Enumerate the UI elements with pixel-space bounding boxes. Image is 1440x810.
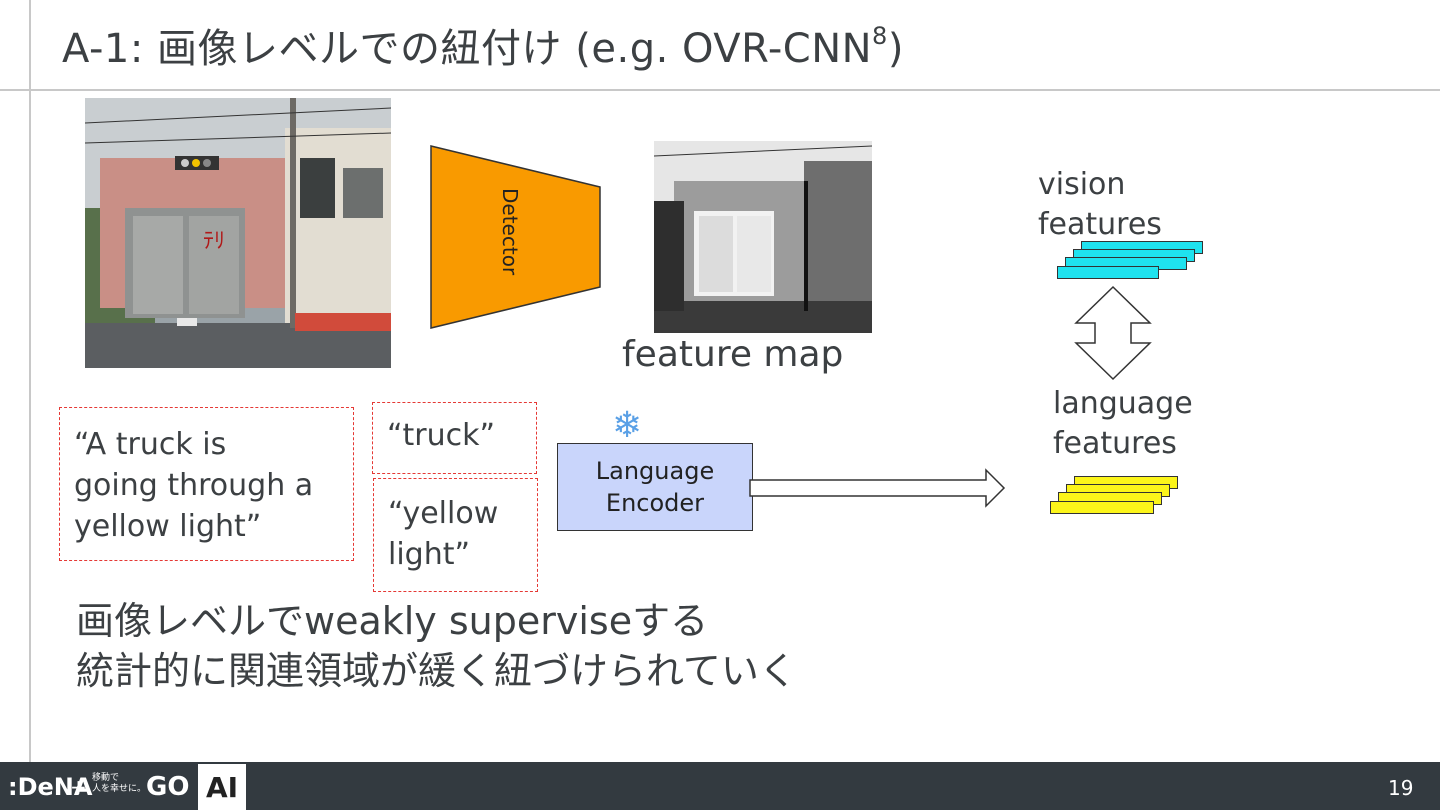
vision-features-label: vision features: [1038, 167, 1162, 242]
language-feature-bar: [1050, 501, 1154, 514]
vision-feature-bar: [1057, 266, 1159, 279]
sentence-caption-text: “A truck is going through a yellow light…: [74, 427, 314, 544]
dena-logo: :DeNA: [8, 773, 93, 801]
summary-line-2: 統計的に関連領域が緩く紐づけられていく: [76, 649, 797, 693]
feature-map-label: feature map: [622, 334, 844, 375]
frozen-snowflake-icon: ❄: [612, 405, 643, 446]
summary-line-1: 画像レベルでweakly superviseする: [76, 599, 709, 643]
go-logo: GO: [146, 772, 190, 802]
word-caption-yellow-light-text: “yellow light”: [388, 496, 499, 572]
logo-plus: +: [70, 775, 87, 799]
bidirectional-arrow-icon: [1074, 285, 1152, 381]
title-underline: [0, 89, 1440, 91]
word-caption-truck-text: “truck”: [387, 418, 496, 453]
language-feature-stack: [1050, 476, 1180, 518]
slide-title-text: A-1: 画像レベルでの紐付け (e.g. OVR-CNN: [62, 26, 873, 72]
language-features-label: language features: [1053, 386, 1193, 461]
word-caption-truck-box: “truck”: [372, 402, 537, 474]
right-arrow-icon: [749, 468, 1006, 508]
go-slogan: 移動で 人を幸せに。: [92, 773, 147, 794]
sentence-caption-box: “A truck is going through a yellow light…: [59, 407, 354, 561]
detector-label: Detector: [498, 188, 522, 276]
vision-feature-stack: [1057, 241, 1203, 283]
street-photo: ﾃﾘ: [85, 98, 391, 368]
language-encoder-box: Language Encoder: [557, 443, 753, 531]
left-margin-rule: [29, 0, 31, 762]
slide-title: A-1: 画像レベルでの紐付け (e.g. OVR-CNN8): [62, 16, 904, 74]
ai-badge: AI: [198, 764, 246, 810]
svg-text:ﾃﾘ: ﾃﾘ: [203, 229, 225, 254]
title-citation: 8: [872, 22, 888, 50]
slide-title-close: ): [887, 26, 904, 72]
detector-shape: [430, 145, 601, 329]
summary-text: 画像レベルでweakly superviseする 統計的に関連領域が緩く紐づけら…: [76, 596, 797, 696]
feature-map-image: [654, 141, 872, 333]
word-caption-yellow-light-box: “yellow light”: [373, 478, 538, 592]
page-number: 19: [1388, 776, 1414, 800]
